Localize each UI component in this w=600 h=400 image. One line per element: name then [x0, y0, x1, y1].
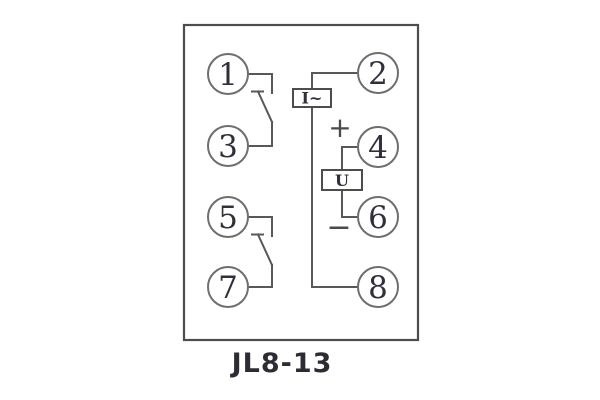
voltage-element-box [321, 169, 363, 191]
model-label: JL8-13 [230, 348, 333, 379]
terminal-8-circle [357, 266, 399, 308]
terminal-2-label: 2 [368, 56, 388, 92]
relay-case-outline [182, 23, 420, 342]
terminal-3-label: 3 [218, 129, 238, 165]
terminal-1-label: 1 [218, 57, 238, 93]
contact-5-7-blade [256, 233, 274, 267]
voltage-element-label: U [335, 171, 349, 190]
contact-1-3-blade [256, 90, 274, 124]
wire-terminal1-fixed-contact [247, 73, 273, 94]
wire-terminal3-fixed-contact [247, 121, 273, 147]
component-boxes-group [292, 88, 363, 191]
current-element-box [292, 88, 332, 108]
plus-polarity-mark: + [328, 111, 351, 144]
wires-group [247, 72, 359, 288]
terminal-4-circle [357, 126, 399, 168]
terminal-numbers-group: 1 2 3 4 5 6 7 8 [218, 56, 388, 306]
wire-terminal5-fixed-contact [247, 216, 273, 237]
terminal-8-label: 8 [368, 270, 388, 306]
terminal-1-circle [207, 53, 249, 95]
terminal-6-circle [357, 196, 399, 238]
terminal-7-circle [207, 266, 249, 308]
terminal-2-circle [357, 52, 399, 94]
terminal-5-circle [207, 196, 249, 238]
terminal-4-label: 4 [368, 130, 388, 166]
wire-terminal7-fixed-contact [247, 264, 273, 288]
terminal-6-label: 6 [368, 200, 388, 236]
component-labels-group: I~ U [302, 89, 349, 191]
terminal-3-circle [207, 125, 249, 167]
terminal-7-label: 7 [218, 270, 238, 306]
current-element-label: I~ [302, 89, 323, 108]
wire-current-branch-2-8 [311, 72, 359, 288]
minus-polarity-mark: − [326, 210, 351, 245]
polarity-marks-group: + − [326, 111, 351, 245]
terminal-5-label: 5 [218, 200, 238, 236]
terminal-circles-group [207, 52, 399, 308]
